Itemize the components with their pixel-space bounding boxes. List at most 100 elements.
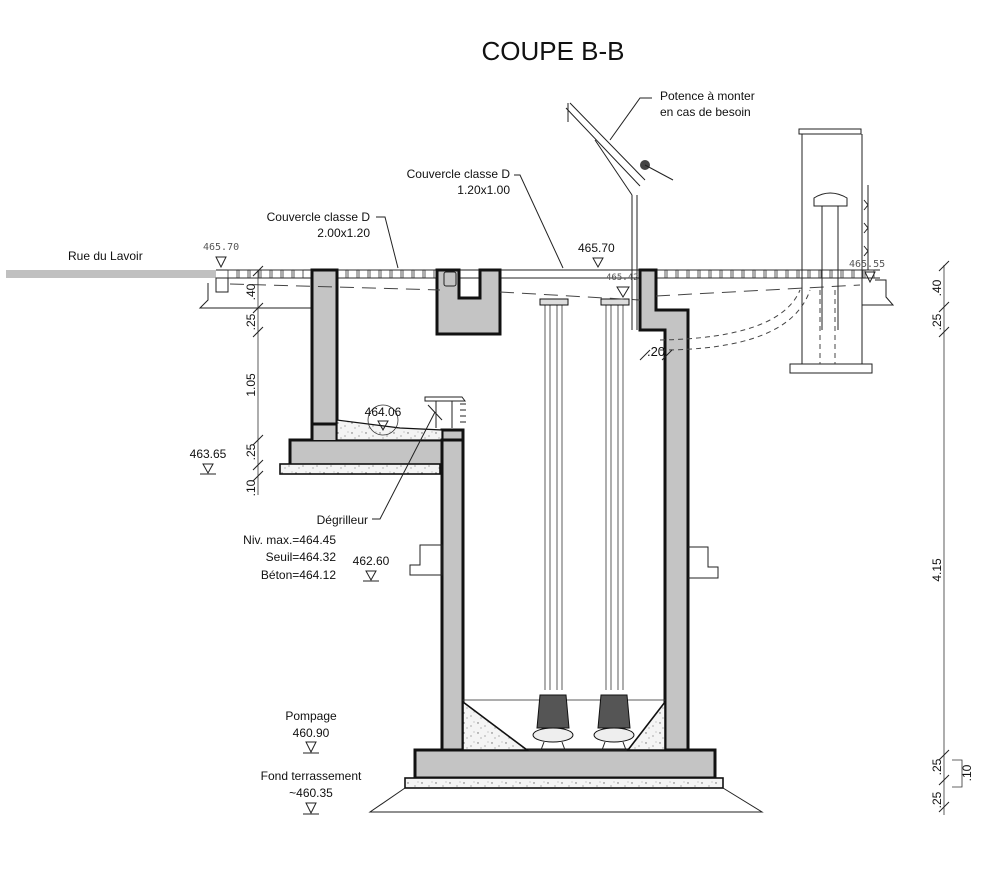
paving-stone [787,269,798,279]
crane-note-1: Potence à monter [660,89,755,103]
benching-left [462,700,530,751]
pump-right [593,298,635,751]
paving-stone [831,269,842,279]
left-footing [198,283,312,309]
paving-stone [293,269,304,279]
paving-stone [677,269,688,279]
paving-stone [732,269,743,279]
street-label: Rue du Lavoir [68,249,143,263]
paving-stone [249,269,260,279]
crane-note-2: en cas de besoin [660,105,751,119]
paving-stone [798,269,809,279]
dim-left-0: .40 [244,283,258,300]
benching-right [626,699,666,751]
crane-icon [565,102,674,330]
level-marker-icon [592,257,604,269]
paving-stone [688,269,699,279]
wet-well-left-wall [440,438,465,752]
drawing-title: COUPE B-B [481,36,624,66]
paving-stone [666,269,677,279]
dim-left-4: .10 [244,479,258,496]
street-level: 465.70 [203,242,239,253]
lean-concrete-left [279,463,441,475]
paving-stone [776,269,787,279]
level-marker-icon [616,286,630,298]
right-footing [862,279,895,306]
dim-left-3: .25 [244,443,258,460]
wet-well-base-slab [413,748,717,780]
paving-stone [380,269,391,279]
paving-stone [710,269,721,279]
paving-stone [391,269,402,279]
dim-left-1: .25 [244,313,258,330]
level-slab-left: 463.65 [190,447,227,461]
dim-right-2: 4.15 [930,558,944,582]
paving-stone [424,269,435,279]
paving-stone [809,269,820,279]
level-callout-circle [367,404,399,436]
paving-stone [721,269,732,279]
paving-stone [347,269,358,279]
pump-left [532,298,574,751]
cover2-label: Couvercle classe D [407,167,511,181]
street-surface [6,270,216,278]
level-marker-icon [303,741,319,754]
cover2-size: 1.20x1.00 [457,183,510,197]
level-right-ground: 465.55 [849,259,885,270]
dimension-chain-left [252,265,264,495]
cover1-label: Couvercle classe D [267,210,371,224]
level-top-center-small: 465.42 [606,273,639,283]
level-top-center: 465.70 [578,241,615,255]
outer-step-right [688,546,719,579]
cover1-leader [376,216,399,269]
dim-right-3: .25 [930,758,944,775]
paving-stone [743,269,754,279]
wall-dim-ticks [639,349,673,361]
paving-stone [820,269,831,279]
dim-right-1: .25 [930,313,944,330]
paving-stone [765,269,776,279]
cover2-leader [514,174,564,269]
paving-stone [227,269,238,279]
dim-right-5: .10 [960,764,974,781]
degrilleur-sill: Seuil=464.32 [266,550,337,564]
paving-stone [369,269,380,279]
degrilleur-icon [424,396,466,428]
level-outer-step: 462.60 [353,554,390,568]
level-marker-icon [377,420,389,432]
cover1-size: 2.00x1.20 [317,226,370,240]
paving-stone [402,269,413,279]
paving-stone [413,269,424,279]
level-marker-icon [303,802,319,815]
level-marker-icon [215,256,227,269]
degrilleur-concrete: Béton=464.12 [261,568,336,582]
dim-right-0: .40 [930,279,944,296]
cover-support-block [435,268,502,336]
level-chamber-floor: 464.06 [365,405,402,419]
degrilleur-leader [372,411,436,520]
chamber-screed [336,419,443,441]
paving-stone [699,269,710,279]
lean-concrete-base [404,777,724,789]
paving-stone [271,269,282,279]
degrilleur-max: Niv. max.=464.45 [243,533,336,547]
paving-stone [260,269,271,279]
paving-stone [358,269,369,279]
cover-frame [443,271,457,287]
paving-stone [853,269,864,279]
pumping-label: Pompage [285,709,337,723]
crane-leader [609,97,652,141]
paving-stone [754,269,765,279]
dim-left-2: 1.05 [244,373,258,397]
dim-wall: .20 [647,344,665,359]
edge-stone [215,277,229,293]
pumping-level: 460.90 [293,726,330,740]
vent-column [659,128,873,374]
excavation-label: Fond terrassement [261,769,362,783]
degrilleur-label: Dégrilleur [317,513,368,527]
dim-right-4: .25 [930,791,944,808]
excavation-outline [368,787,764,813]
pipe-dashed [229,283,861,301]
excavation-level: ~460.35 [289,786,333,800]
